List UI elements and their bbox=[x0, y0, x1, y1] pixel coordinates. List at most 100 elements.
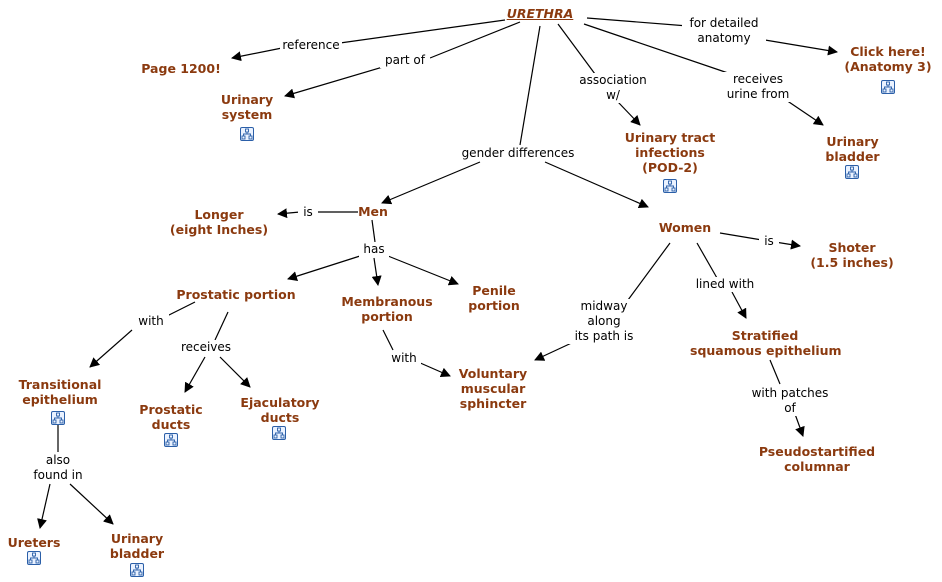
concept-label: epithelium bbox=[22, 392, 98, 407]
concept-map-icon[interactable] bbox=[881, 80, 895, 94]
link-label: w/ bbox=[606, 88, 620, 102]
edge-line bbox=[277, 208, 301, 219]
concept-prostatic-portion[interactable]: Prostatic portion bbox=[172, 287, 300, 302]
link-lined-with: lined with bbox=[692, 277, 758, 292]
concept-longer[interactable]: Longer (eight Inches) bbox=[165, 207, 273, 237]
link-label: midway bbox=[580, 299, 628, 313]
concept-map-icon[interactable] bbox=[845, 165, 859, 179]
concept-label: Urinary tract bbox=[624, 130, 716, 145]
concept-map-icon[interactable] bbox=[164, 433, 178, 447]
edge-line bbox=[627, 242, 671, 301]
concept-page-1200[interactable]: Page 1200! bbox=[136, 61, 226, 76]
edge-line bbox=[696, 242, 718, 279]
concept-map-icon[interactable] bbox=[240, 127, 254, 141]
edge-line bbox=[731, 291, 747, 319]
concept-label: Shoter bbox=[828, 240, 876, 255]
concept-pseudostratified[interactable]: Pseudostartified columnar bbox=[757, 444, 877, 474]
link-association: association w/ bbox=[575, 73, 651, 103]
concept-prostatic-ducts[interactable]: Prostatic ducts bbox=[134, 402, 208, 432]
edge-line bbox=[184, 356, 206, 393]
link-label: anatomy bbox=[697, 31, 751, 45]
concept-label: portion bbox=[468, 298, 520, 313]
concept-label: sphincter bbox=[459, 396, 527, 411]
concept-map-icon[interactable] bbox=[130, 563, 144, 577]
concept-ejaculatory-ducts[interactable]: Ejaculatory ducts bbox=[236, 395, 324, 425]
edge-line bbox=[381, 161, 481, 205]
concept-map-icon[interactable] bbox=[663, 179, 677, 193]
concept-label: portion bbox=[361, 309, 413, 324]
edge-line bbox=[617, 101, 641, 126]
edge-line bbox=[519, 25, 541, 146]
concept-urethra[interactable]: URETHRA bbox=[500, 6, 580, 21]
concept-label: Membranous bbox=[341, 294, 433, 309]
concept-women[interactable]: Women bbox=[652, 220, 718, 235]
edge-line bbox=[371, 219, 376, 243]
concept-voluntary-sphincter[interactable]: Voluntary muscular sphincter bbox=[448, 366, 538, 411]
concept-label: bladder bbox=[109, 546, 165, 561]
concept-label: URETHRA bbox=[506, 6, 574, 21]
concept-stratified-squamous[interactable]: Stratified squamous epithelium bbox=[690, 328, 842, 358]
concept-label: Urinary bbox=[220, 92, 274, 107]
concept-label: (1.5 inches) bbox=[810, 255, 894, 270]
edge-line bbox=[764, 39, 838, 56]
concept-label: columnar bbox=[784, 459, 850, 474]
concept-label: Urinary bbox=[826, 134, 879, 149]
concept-transitional-epithelium[interactable]: Transitional epithelium bbox=[12, 377, 108, 407]
concept-label: Voluntary bbox=[458, 366, 528, 381]
concept-label: (Anatomy 3) bbox=[844, 59, 932, 74]
edge-line bbox=[429, 21, 521, 59]
concept-urinary-bladder-top[interactable]: Urinary bladder bbox=[815, 134, 890, 164]
concept-map-icon[interactable] bbox=[27, 551, 41, 565]
edge-line bbox=[287, 255, 361, 282]
concept-urinary-system[interactable]: Urinary system bbox=[212, 92, 282, 122]
concept-label: (POD-2) bbox=[642, 160, 698, 175]
concept-urinary-bladder-bottom[interactable]: Urinary bladder bbox=[104, 531, 170, 561]
link-label: with bbox=[138, 314, 164, 328]
concept-penile-portion[interactable]: Penile portion bbox=[462, 283, 526, 313]
edge-line bbox=[382, 329, 394, 351]
link-label: is bbox=[303, 205, 313, 219]
link-label: with patches bbox=[751, 386, 829, 400]
link-women-is: is bbox=[759, 234, 779, 249]
link-label: is bbox=[764, 234, 774, 248]
link-label: gender differences bbox=[461, 146, 575, 160]
link-label: part of bbox=[385, 53, 425, 67]
edge-line bbox=[719, 232, 763, 241]
link-label: of bbox=[784, 401, 796, 415]
concept-ureters[interactable]: Ureters bbox=[6, 535, 62, 550]
edge-line bbox=[785, 99, 824, 126]
link-also-found-in: also found in bbox=[28, 453, 88, 483]
concept-shorter[interactable]: Shoter (1.5 inches) bbox=[804, 240, 900, 270]
link-men-is: is bbox=[298, 205, 318, 220]
concept-label: Ureters bbox=[7, 535, 61, 550]
concept-men[interactable]: Men bbox=[350, 204, 396, 219]
edge-line bbox=[214, 311, 229, 341]
link-label: lined with bbox=[695, 277, 755, 291]
concept-label: Prostatic bbox=[139, 402, 203, 417]
concept-label: muscular bbox=[460, 381, 526, 396]
link-label: association bbox=[579, 73, 647, 87]
link-label: found in bbox=[33, 468, 83, 482]
concept-label: ducts bbox=[260, 410, 300, 425]
concept-label: Urinary bbox=[110, 531, 164, 546]
link-label: for detailed bbox=[689, 16, 759, 30]
link-label: receives bbox=[180, 340, 232, 354]
edge-line bbox=[417, 361, 451, 377]
concept-label: squamous epithelium bbox=[690, 343, 842, 358]
link-label: has bbox=[363, 242, 385, 256]
edge-line bbox=[37, 483, 51, 529]
concept-membranous-portion[interactable]: Membranous portion bbox=[337, 294, 437, 324]
edge-line bbox=[794, 413, 805, 437]
concept-label: Page 1200! bbox=[141, 61, 221, 76]
edge-line bbox=[371, 257, 382, 286]
link-with-patches: with patches of bbox=[748, 386, 832, 416]
edge-line bbox=[219, 356, 251, 388]
link-with-prostatic: with bbox=[133, 314, 169, 329]
link-label: its path is bbox=[574, 329, 634, 343]
concept-uti[interactable]: Urinary tract infections (POD-2) bbox=[615, 130, 725, 175]
concept-map-icon[interactable] bbox=[51, 411, 65, 425]
link-label: receives bbox=[732, 72, 784, 86]
concept-map-icon[interactable] bbox=[272, 426, 286, 440]
concept-click-here[interactable]: Click here! (Anatomy 3) bbox=[838, 44, 938, 74]
